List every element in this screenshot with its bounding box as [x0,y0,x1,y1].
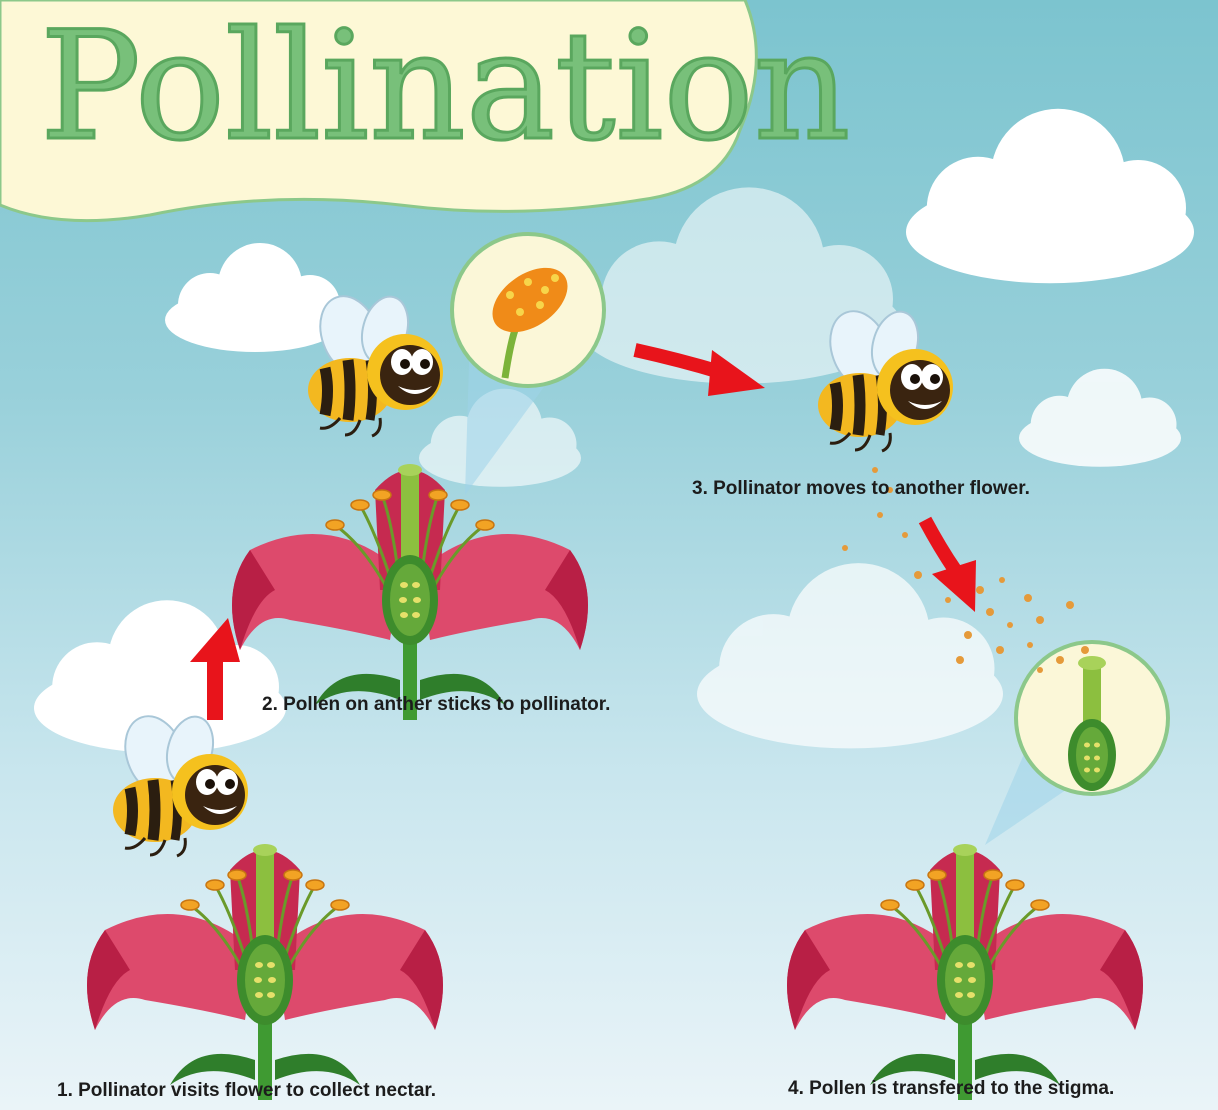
flower-step-2 [232,464,588,720]
anther-zoom-bubble [452,234,604,386]
step-1-caption: 1. Pollinator visits flower to collect n… [57,1080,436,1102]
flower-step-4 [787,844,1143,1100]
arrow-step-3-to-4 [925,520,976,612]
flower-step-1 [87,844,443,1100]
step-4-caption: 4. Pollen is transfered to the stigma. [788,1078,1114,1100]
bee-step-2 [308,288,443,436]
title-banner: Pollination [0,0,850,221]
step-2-caption: 2. Pollen on anther sticks to pollinator… [262,694,610,716]
stigma-zoom-bubble [1016,642,1168,794]
page-title: Pollination [40,0,850,174]
bee-step-3 [818,303,953,451]
step-3-caption: 3. Pollinator moves to another flower. [692,478,1030,500]
